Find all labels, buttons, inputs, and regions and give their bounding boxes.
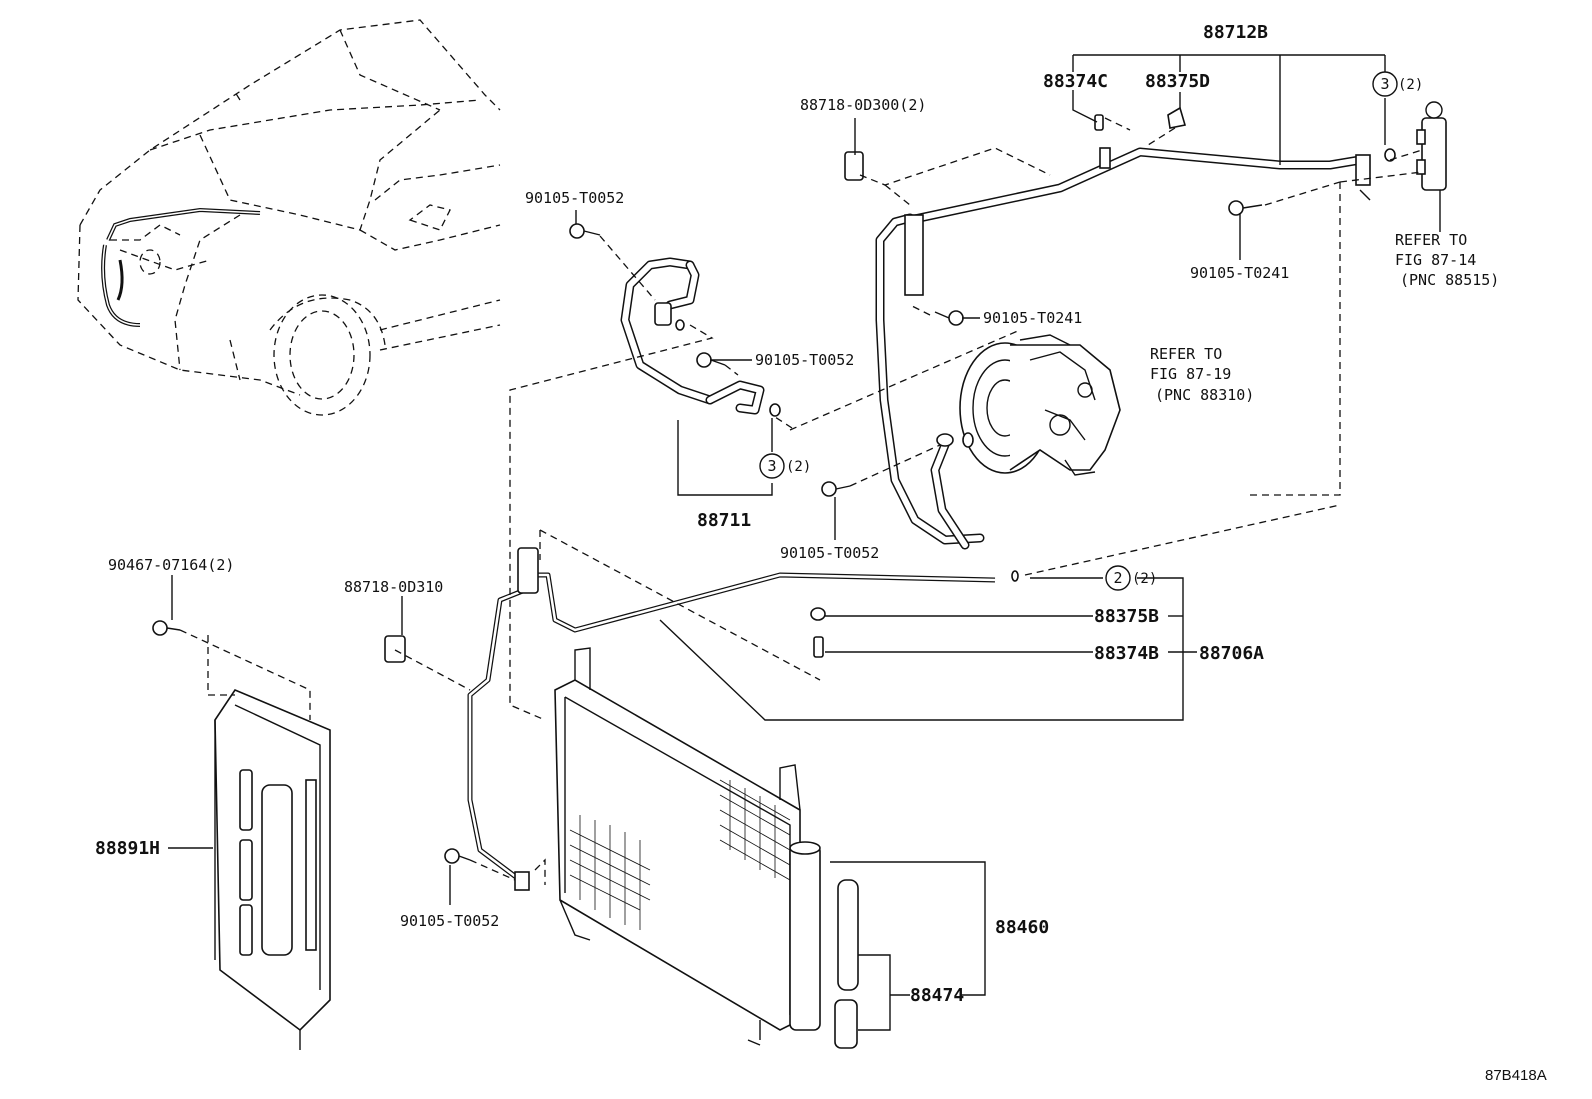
radiator-cover-88891H xyxy=(214,689,331,1050)
label-88374B: 88374B xyxy=(1094,643,1159,664)
reference-line: REFER TO xyxy=(1395,231,1467,249)
reference-line: FIG 87-19 xyxy=(1150,365,1231,383)
liquid-tube-88706A xyxy=(467,547,1019,891)
callout-circle xyxy=(1372,71,1398,97)
label-88374C: 88374C xyxy=(1043,71,1108,92)
discharge-hose xyxy=(930,432,974,550)
label-90105-T0052-d: 90105-T0052 xyxy=(400,912,499,930)
suction-hose-88712B xyxy=(875,147,1371,545)
reference-line: REFER TO xyxy=(1150,345,1222,363)
label-88711: 88711 xyxy=(697,510,751,531)
label-90105-T0052-a: 90105-T0052 xyxy=(525,189,624,207)
expansion-valve xyxy=(1416,101,1447,232)
callout-number: 3 xyxy=(767,457,776,475)
leader-lines xyxy=(168,54,1386,1031)
reference-line: (PNC 88515) xyxy=(1400,271,1499,289)
reference-line: (PNC 88310) xyxy=(1155,386,1254,404)
fasteners xyxy=(152,106,1396,864)
callout-3-mid: 3 (2) xyxy=(759,453,811,479)
label-88718-0D310: 88718-0D310 xyxy=(344,578,443,596)
label-88474: 88474 xyxy=(910,985,964,1006)
label-88706A: 88706A xyxy=(1199,643,1264,664)
label-88718-0D300: 88718-0D300(2) xyxy=(800,96,926,114)
reference-line: FIG 87-14 xyxy=(1395,251,1476,269)
compressor xyxy=(959,334,1121,476)
label-90467-07164: 90467-07164(2) xyxy=(108,556,234,574)
callout-number: 3 xyxy=(1380,75,1389,93)
callout-2: 2 (2) xyxy=(1105,565,1157,591)
callout-number: 2 xyxy=(1113,569,1122,587)
callout-qty: (2) xyxy=(786,459,811,475)
discharge-hose-88711 xyxy=(620,257,781,417)
reference-note-88310: REFER TO FIG 87-19 (PNC 88310) xyxy=(1150,345,1254,404)
label-88375D: 88375D xyxy=(1145,71,1210,92)
callout-circle xyxy=(759,453,785,479)
label-88891H: 88891H xyxy=(95,838,160,859)
label-88712B: 88712B xyxy=(1203,22,1268,43)
label-90105-T0052-b: 90105-T0052 xyxy=(755,351,854,369)
label-90105-T0241-b: 90105-T0241 xyxy=(983,309,1082,327)
guide-lines xyxy=(179,117,1423,885)
label-90105-T0052-c: 90105-T0052 xyxy=(780,544,879,562)
label-88460: 88460 xyxy=(995,917,1049,938)
callout-circle xyxy=(1105,565,1131,591)
vehicle-illustration xyxy=(77,19,501,416)
condenser xyxy=(554,647,859,1049)
callout-qty: (2) xyxy=(1132,571,1157,587)
part-labels: 88712B 88374C 88375D 88718-0D300(2) 9010… xyxy=(95,22,1289,1006)
label-88375B: 88375B xyxy=(1094,606,1159,627)
reference-note-88515: REFER TO FIG 87-14 (PNC 88515) xyxy=(1395,231,1499,289)
label-90105-T0241-a: 90105-T0241 xyxy=(1190,264,1289,282)
figure-code: 87B418A xyxy=(1485,1067,1547,1084)
callout-qty: (2) xyxy=(1398,77,1423,93)
callout-3-top: 3 (2) xyxy=(1372,71,1423,97)
